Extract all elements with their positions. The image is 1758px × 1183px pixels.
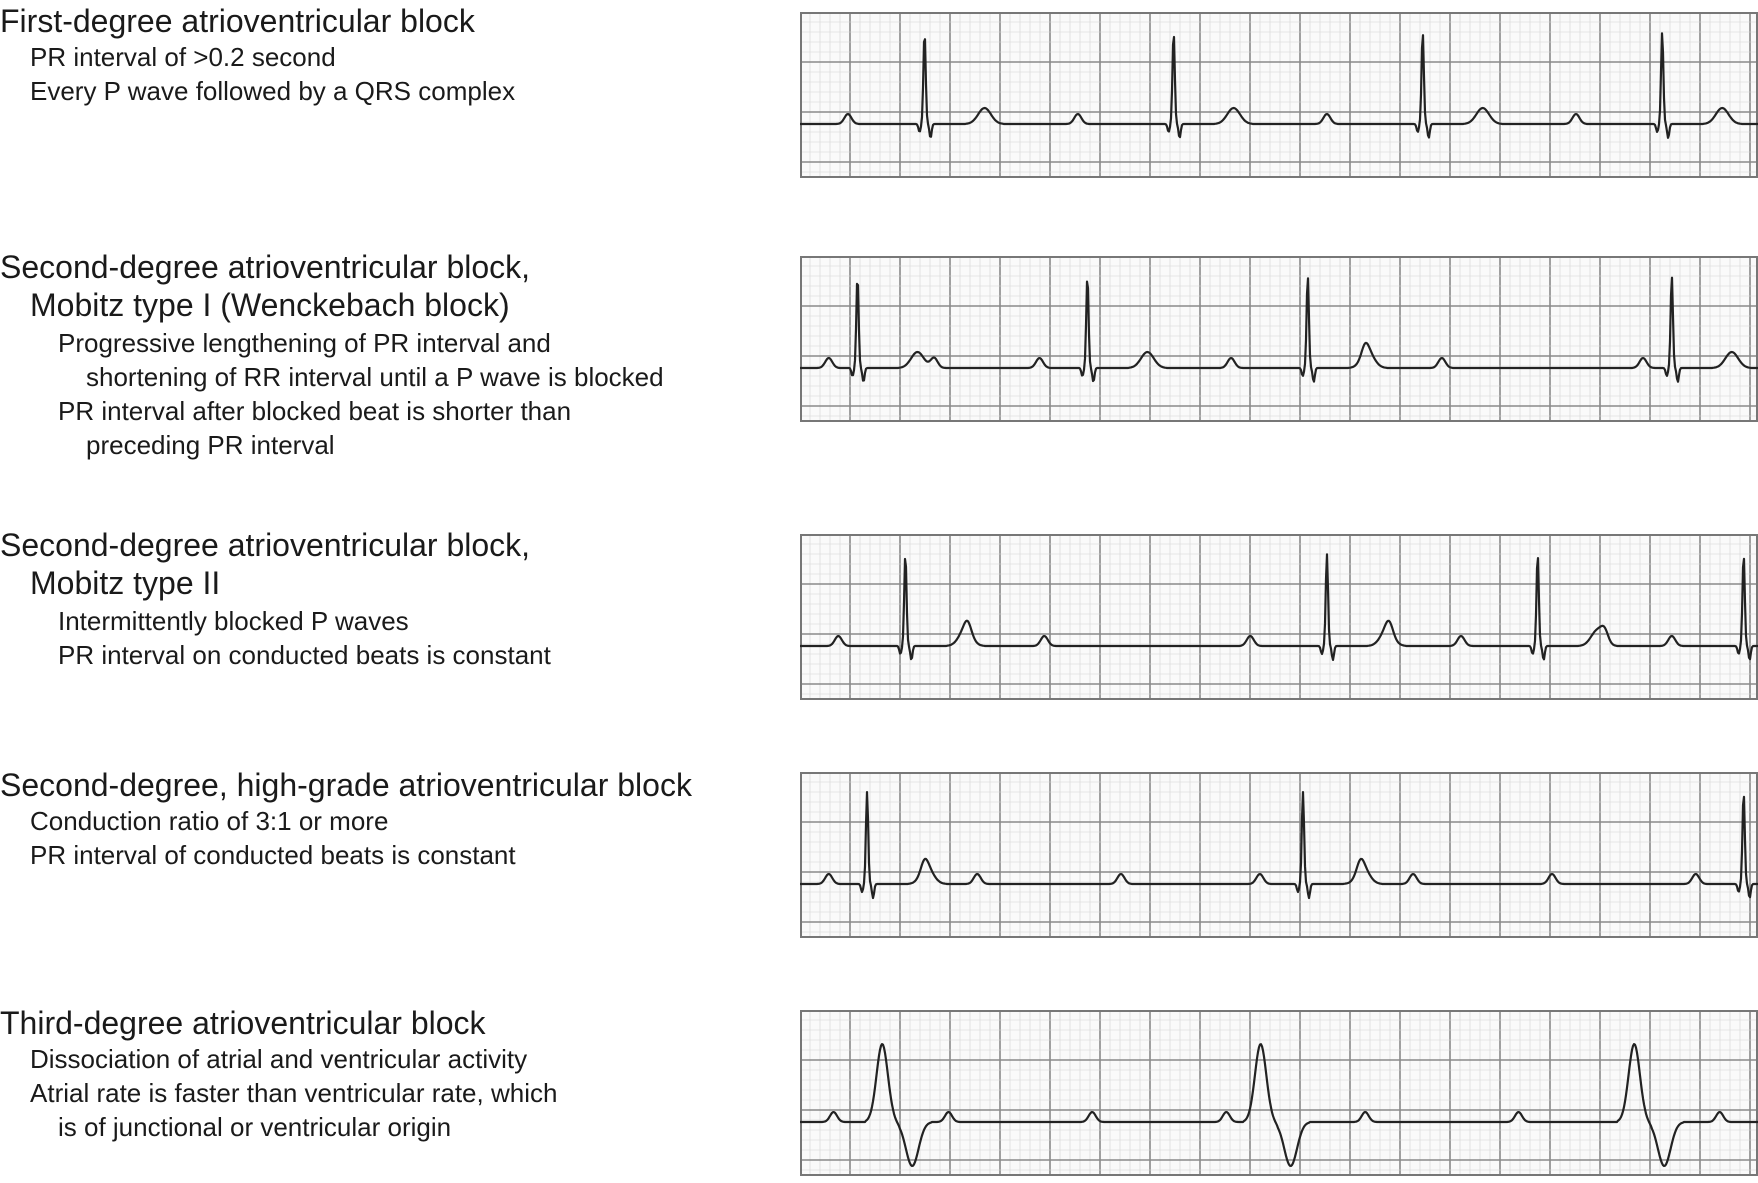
panel-mobitz-2: Second-degree atrioventricular block, Mo… (0, 526, 790, 672)
ecg-trace-line (800, 32, 1758, 139)
ecg-grid (800, 772, 1758, 938)
description-line: PR interval after blocked beat is shorte… (58, 396, 572, 426)
strip-border (800, 772, 1758, 938)
description-line: Every P wave followed by a QRS complex (30, 76, 516, 106)
ecg-tracing (800, 12, 1758, 178)
ecg-strip-high-grade (800, 772, 1758, 938)
panel-subtitle: Mobitz type I (Wenckebach block) (30, 287, 510, 323)
description-line: Progressive lengthening of PR interval a… (58, 328, 551, 358)
ecg-strip-third-degree (800, 1010, 1758, 1176)
ecg-strip-mobitz-1 (800, 256, 1758, 422)
panel-first-degree: First-degree atrioventricular block PR i… (0, 2, 790, 108)
ecg-tracing (800, 1010, 1758, 1176)
ecg-trace-line (800, 1043, 1758, 1168)
ecg-trace-line (800, 791, 1758, 900)
panel-third-degree: Third-degree atrioventricular block Diss… (0, 1004, 790, 1144)
ecg-trace-line (800, 276, 1758, 383)
panel-title: Second-degree atrioventricular block, (0, 527, 531, 563)
panel-subtitle: Mobitz type II (30, 565, 221, 601)
ecg-tracing (800, 534, 1758, 700)
strip-border (800, 12, 1758, 178)
strip-border (800, 534, 1758, 700)
description-line: Intermittently blocked P waves (58, 606, 409, 636)
ecg-strip-first-degree (800, 12, 1758, 178)
ecg-grid (800, 1010, 1758, 1176)
panel-title: Second-degree atrioventricular block, (0, 249, 531, 285)
description-line: PR interval on conducted beats is consta… (58, 640, 551, 670)
panel-title: Second-degree, high-grade atrioventricul… (0, 767, 692, 803)
ecg-grid (800, 534, 1758, 700)
panel-title: Third-degree atrioventricular block (0, 1005, 486, 1041)
ecg-trace-line (800, 553, 1758, 661)
description-line: Dissociation of atrial and ventricular a… (30, 1044, 528, 1074)
panel-high-grade: Second-degree, high-grade atrioventricul… (0, 766, 790, 872)
description-line: PR interval of >0.2 second (30, 42, 336, 72)
ecg-grid (800, 12, 1758, 178)
ecg-tracing (800, 256, 1758, 422)
description-line: is of junctional or ventricular origin (58, 1112, 452, 1142)
ecg-tracing (800, 772, 1758, 938)
description-line: preceding PR interval (86, 430, 335, 460)
ecg-strip-mobitz-2 (800, 534, 1758, 700)
description-line: Atrial rate is faster than ventricular r… (30, 1078, 558, 1108)
description-line: shortening of RR interval until a P wave… (86, 362, 664, 392)
description-line: PR interval of conducted beats is consta… (30, 840, 516, 870)
description-line: Conduction ratio of 3:1 or more (30, 806, 389, 836)
strip-border (800, 256, 1758, 422)
panel-mobitz-1: Second-degree atrioventricular block, Mo… (0, 248, 790, 462)
strip-border (800, 1010, 1758, 1176)
ecg-grid (800, 256, 1758, 422)
panel-title: First-degree atrioventricular block (0, 3, 475, 39)
